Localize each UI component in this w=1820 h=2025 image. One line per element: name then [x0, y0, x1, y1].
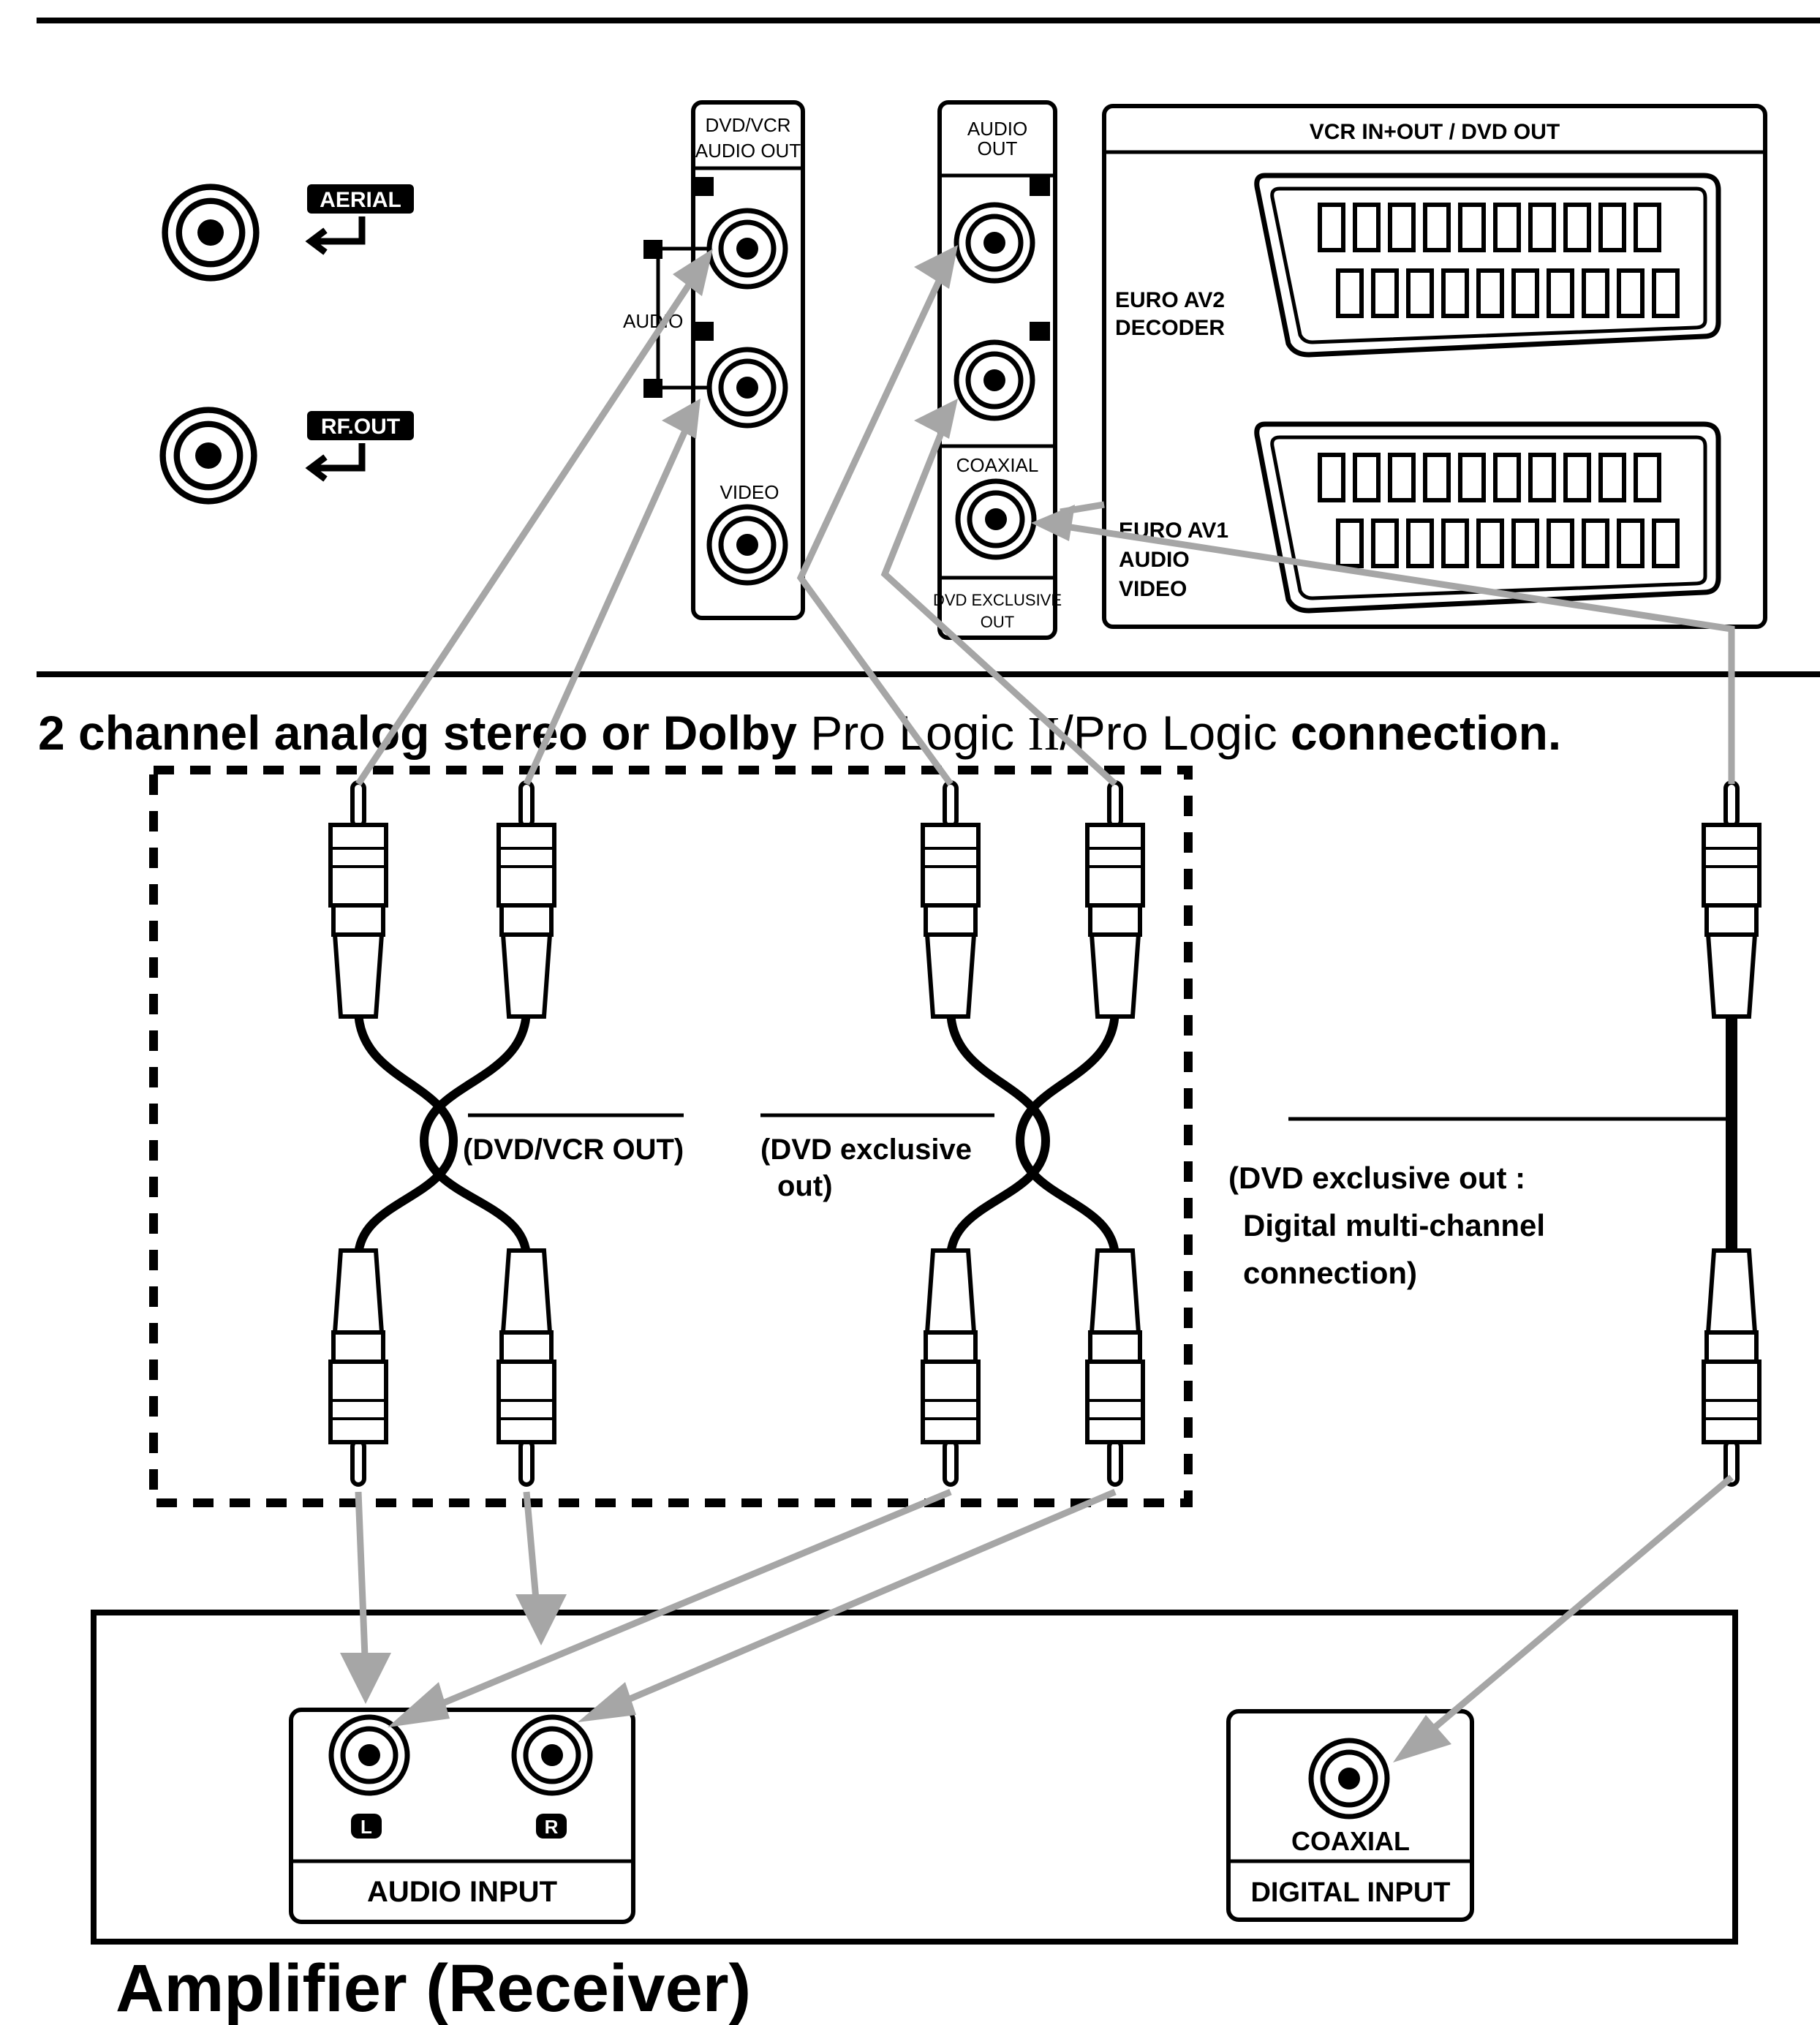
audio-out-line1: AUDIO — [967, 118, 1027, 140]
heading-part5: connection. — [1291, 706, 1561, 760]
audio-input-right-jack — [514, 1717, 590, 1793]
euro-av2-scart-connector — [1254, 173, 1721, 358]
digital-coaxial-cable — [1704, 783, 1759, 1485]
scart-pin — [1563, 203, 1591, 252]
scart-pin — [1598, 203, 1626, 252]
scart-pin — [1458, 453, 1486, 502]
audio-out-right-jack — [956, 342, 1032, 418]
rf-out-jack — [163, 410, 254, 502]
scart-pin — [1617, 518, 1645, 568]
scart-pin — [1318, 453, 1345, 502]
scart-pin — [1353, 453, 1381, 502]
rf-out-label: RF.OUT — [321, 415, 400, 439]
scart-pin — [1318, 203, 1345, 252]
dvd-vcr-out-label: (DVD/VCR OUT) — [463, 1134, 684, 1166]
aerial-arrow-icon — [305, 216, 366, 255]
dvd-vcr-out-cable — [331, 783, 554, 1485]
heading-part2: Pro Logic — [810, 706, 1027, 760]
scart-pin — [1511, 518, 1539, 568]
scart-pin — [1441, 268, 1469, 318]
dvd-vcr-audio-out-line1: DVD/VCR — [705, 114, 790, 136]
scart-pin — [1476, 518, 1504, 568]
scart-pin — [1652, 518, 1680, 568]
digital-line2: Digital multi-channel — [1243, 1208, 1545, 1242]
scart-pin — [1371, 268, 1399, 318]
digital-input-coaxial-jack — [1311, 1741, 1387, 1817]
scart-pin — [1336, 518, 1364, 568]
audio-out-line2: OUT — [978, 137, 1018, 159]
scart-pin — [1547, 518, 1574, 568]
audio-input-label: AUDIO INPUT — [367, 1876, 557, 1908]
video-label: VIDEO — [720, 481, 779, 503]
scart-pin — [1493, 203, 1521, 252]
aerial-jack — [165, 187, 257, 279]
euro-av1-scart-connector — [1254, 421, 1721, 614]
rf-out-label-box — [307, 411, 414, 440]
dvd-vcr-audio-right-jack — [709, 350, 785, 426]
scart-pin — [1528, 453, 1556, 502]
dvd-exclusive-out-cable — [923, 783, 1143, 1485]
scart-pin — [1582, 518, 1609, 568]
scart-pin — [1353, 203, 1381, 252]
scart-pin — [1652, 268, 1680, 318]
dvd-exclusive-out-line1: DVD EXCLUSIVE — [933, 591, 1062, 609]
scart-pin — [1528, 203, 1556, 252]
scart-pin — [1547, 268, 1574, 318]
coaxial-out-jack — [958, 481, 1034, 557]
digital-input-label: DIGITAL INPUT — [1250, 1877, 1450, 1908]
scart-pin — [1458, 203, 1486, 252]
scart-pin — [1634, 203, 1661, 252]
euro-av2-line2: DECODER — [1115, 316, 1225, 340]
aerial-label: AERIAL — [320, 188, 401, 212]
scart-pin — [1582, 268, 1609, 318]
dvd-exclusive-line2: out) — [777, 1170, 833, 1202]
scart-pin — [1406, 518, 1434, 568]
scart-pin — [1423, 203, 1451, 252]
audio-out-left-jack — [956, 205, 1032, 281]
coaxial-out-label: COAXIAL — [956, 454, 1039, 476]
aerial-label-box — [307, 184, 414, 214]
scart-pin — [1617, 268, 1645, 318]
scart-pin — [1336, 268, 1364, 318]
scart-pin — [1406, 268, 1434, 318]
dvd-vcr-rear-panel: AERIAL RF.OUT DVD/VCR AUDIO OUT VIDEO AU… — [37, 18, 1820, 677]
scart-pin — [1388, 203, 1416, 252]
euro-av2-line1: EURO AV2 — [1115, 288, 1225, 312]
scart-pin — [1371, 518, 1399, 568]
left-channel-label: L — [360, 1816, 372, 1838]
digital-line3: connection) — [1243, 1256, 1417, 1290]
euro-av1-line3: VIDEO — [1119, 577, 1187, 601]
digital-input-block: COAXIAL DIGITAL INPUT — [1226, 1709, 1474, 1922]
dvd-exclusive-out-line2: OUT — [981, 613, 1014, 631]
scart-pin — [1441, 518, 1469, 568]
scart-pin — [1563, 453, 1591, 502]
audio-input-block: L R AUDIO INPUT — [289, 1708, 635, 1924]
audio-input-left-jack — [331, 1717, 407, 1793]
dvd-vcr-audio-left-jack — [709, 211, 785, 287]
digital-coaxial-label: COAXIAL — [1291, 1826, 1410, 1856]
video-out-jack — [709, 507, 785, 583]
euro-av1-line2: AUDIO — [1119, 548, 1190, 572]
rf-out-arrow-icon — [305, 443, 366, 482]
connection-heading: 2 channel analog stereo or Dolby Pro Log… — [38, 706, 1561, 761]
dvd-exclusive-line1: (DVD exclusive — [760, 1134, 972, 1166]
scart-pin — [1423, 453, 1451, 502]
scart-pin — [1476, 268, 1504, 318]
scart-pin — [1388, 453, 1416, 502]
heading-part1: 2 channel analog stereo or Dolby — [38, 706, 810, 760]
right-channel-label: R — [545, 1816, 559, 1838]
amplifier-title: Amplifier (Receiver) — [116, 1951, 751, 2025]
scart-pin — [1634, 453, 1661, 502]
scart-pin — [1598, 453, 1626, 502]
scart-pin — [1511, 268, 1539, 318]
scart-header: VCR IN+OUT / DVD OUT — [1310, 120, 1560, 144]
connection-arrows — [340, 245, 1735, 1762]
digital-line1: (DVD exclusive out : — [1228, 1161, 1525, 1195]
analog-cables-dashed-box — [149, 766, 1193, 1507]
heading-part4: /Pro Logic — [1060, 706, 1291, 760]
dvd-vcr-audio-out-line2: AUDIO OUT — [695, 140, 801, 162]
audio-side-label: AUDIO — [623, 310, 683, 332]
scart-pin — [1493, 453, 1521, 502]
